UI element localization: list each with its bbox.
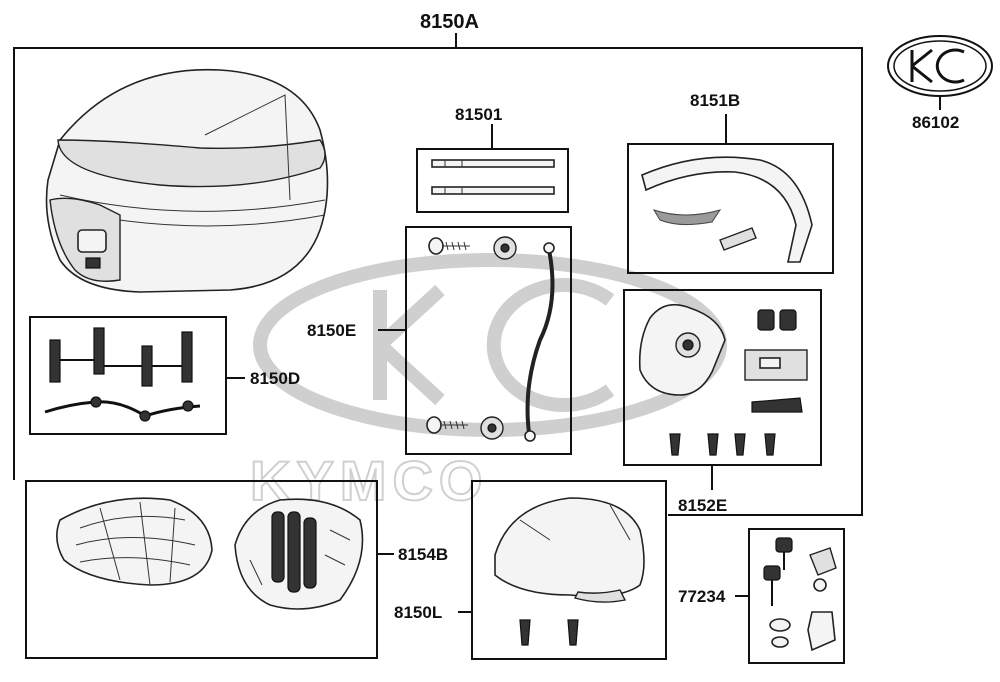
lock-screws (669, 433, 776, 456)
label-8150A: 8150A (420, 11, 479, 33)
clamps-box (29, 316, 227, 435)
key-set (763, 537, 837, 652)
base-plate-box (25, 480, 378, 659)
label-8150E: 8150E (307, 321, 356, 340)
tether-strap (524, 242, 555, 442)
kymco-emblem (887, 35, 993, 97)
lock-housing (638, 303, 726, 396)
kymco-watermark: KYMCO (249, 253, 727, 513)
label-8154B: 8154B (398, 545, 448, 564)
nut-top (493, 236, 517, 260)
base-plate (56, 497, 213, 586)
label-8150D: 8150D (250, 369, 300, 388)
nut-bottom (480, 416, 504, 440)
screw-top (428, 237, 470, 255)
kit-outline (13, 47, 863, 516)
lid-cover (494, 497, 645, 646)
screw-bottom (426, 416, 468, 434)
trim-box (627, 143, 834, 274)
lock-parts (744, 309, 808, 413)
adhesive-strips (431, 159, 555, 195)
label-8152E: 8152E (678, 496, 727, 515)
label-8151B: 8151B (690, 91, 740, 110)
trim-strip (641, 156, 813, 263)
rubber-pad (234, 498, 364, 610)
lock-mount-box (623, 289, 822, 466)
lid-cover-box (471, 480, 667, 660)
label-86102: 86102 (912, 113, 959, 132)
label-81501: 81501 (455, 105, 502, 124)
mounting-clamps (44, 327, 201, 422)
label-77234: 77234 (678, 587, 726, 606)
hardware-box (405, 226, 572, 455)
label-8150L: 8150L (394, 603, 442, 622)
strips-box (416, 148, 569, 213)
top-case (45, 68, 329, 293)
